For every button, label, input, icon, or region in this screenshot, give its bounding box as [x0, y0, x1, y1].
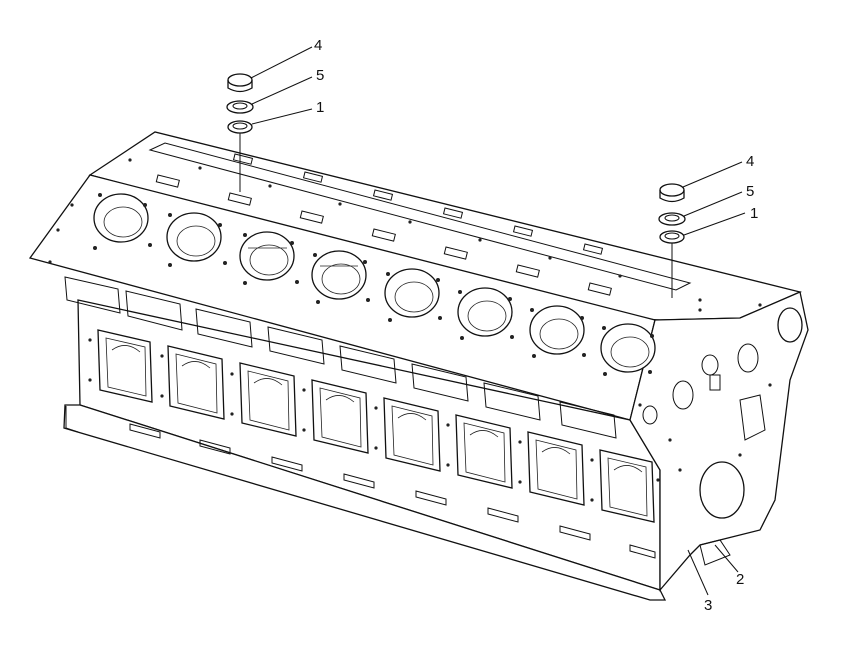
end-face-main-bore [699, 461, 745, 519]
right-leader-5 [683, 191, 743, 217]
callout-right-oring: 1 [750, 205, 758, 222]
leader-3 [687, 549, 709, 596]
cylinder-bores [93, 193, 656, 373]
left-leader-1 [251, 108, 313, 125]
upper-ports [64, 276, 617, 439]
left-oring [227, 120, 253, 134]
crankcase-window-2 [167, 345, 225, 420]
right-washer [658, 212, 686, 226]
callout-front-3: 3 [704, 597, 712, 614]
crankcase-window-4 [311, 379, 369, 454]
callout-front-2: 2 [736, 571, 744, 588]
end-face-boss [777, 307, 803, 343]
end-face-port-mid [672, 380, 694, 410]
end-face-slot [709, 374, 721, 391]
cylinder-bore-8 [600, 323, 656, 373]
block-end-face [629, 291, 809, 592]
callout-left-cap: 4 [314, 37, 322, 54]
cylinder-bore-3 [239, 231, 295, 281]
bolt-holes [48, 158, 772, 502]
crankcase-window-5 [383, 397, 441, 472]
oil-pan-rail [63, 404, 667, 601]
callout-right-cap: 4 [746, 153, 754, 170]
cylinder-bore-1 [93, 193, 149, 243]
cylinder-bore-6 [457, 287, 513, 337]
crankcase-window-7 [527, 431, 585, 506]
callout-left-oring: 1 [316, 99, 324, 116]
end-face-port-lower [642, 405, 658, 425]
top-gallery-slot [148, 142, 692, 291]
crankcase-window-1 [97, 329, 153, 403]
right-seal-stack [658, 161, 746, 298]
callout-left-washer: 5 [316, 67, 324, 84]
cylinder-bore-2 [166, 212, 222, 262]
leader-2 [714, 544, 739, 573]
end-face-port-upper [737, 343, 759, 373]
rail-tabs [65, 406, 656, 559]
crankcase-window-6 [455, 414, 513, 489]
left-washer [226, 100, 254, 114]
callout-right-washer: 5 [746, 183, 754, 200]
right-cap [659, 183, 685, 203]
cylinder-bore-7 [529, 305, 585, 355]
cylinder-bore-4 [311, 250, 367, 300]
cylinder-bore-5 [384, 268, 440, 318]
right-leader-1 [683, 212, 746, 236]
left-cap [227, 73, 253, 93]
crankcase-windows [97, 329, 655, 523]
right-oring [659, 230, 685, 244]
left-leader-4 [250, 46, 313, 79]
end-face-foot [699, 539, 731, 566]
left-leader-5 [251, 76, 313, 105]
left-seal-stack [226, 46, 313, 192]
end-face-pad [739, 394, 766, 441]
top-deck-pads [155, 153, 612, 296]
right-leader-4 [682, 161, 743, 188]
crankcase-window-3 [239, 362, 297, 437]
crankcase-window-8 [599, 449, 655, 523]
